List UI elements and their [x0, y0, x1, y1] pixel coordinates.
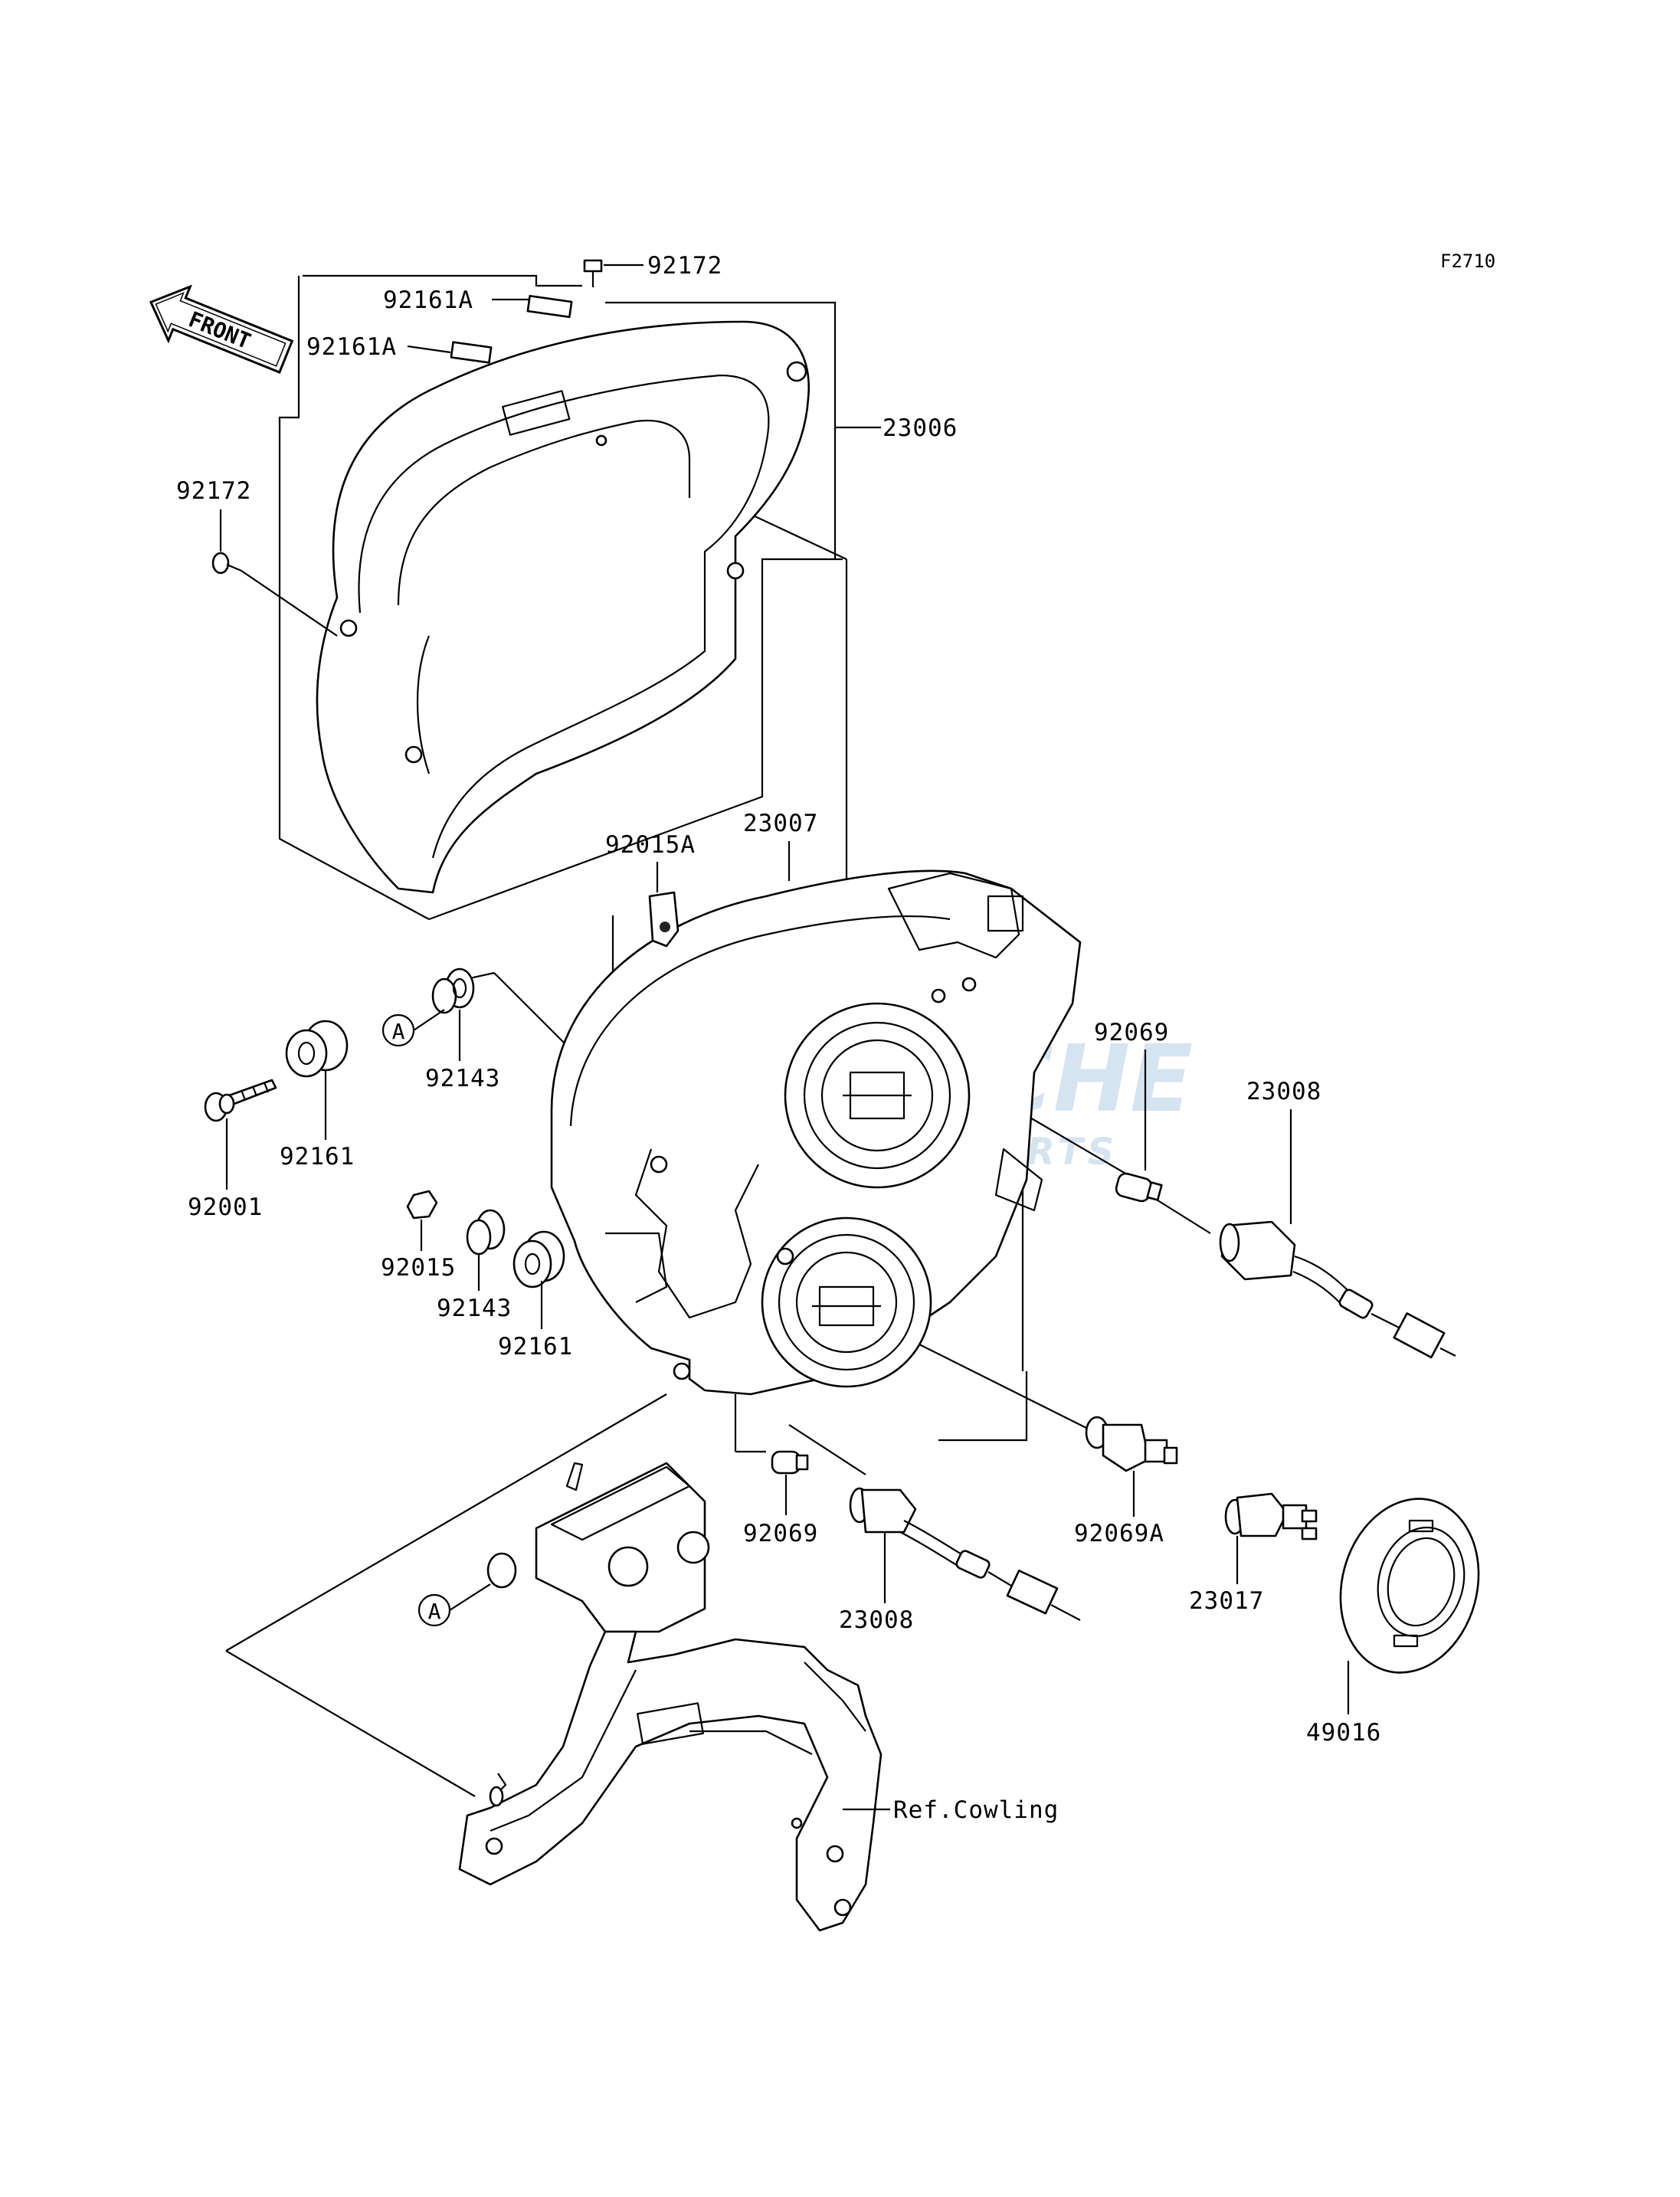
bulb-92069-bottom — [771, 1450, 809, 1475]
pad-92161A-2 — [450, 341, 493, 364]
part-label-92015: 92015 — [381, 1254, 456, 1282]
bulb-92069A — [1085, 1416, 1178, 1472]
part-label-92143-b: 92143 — [437, 1295, 512, 1322]
part-label-23017: 23017 — [1189, 1587, 1264, 1615]
sub-frame — [458, 1462, 883, 1932]
part-label-23008-bottom: 23008 — [839, 1606, 914, 1634]
part-label-92015A: 92015A — [605, 831, 696, 859]
part-label-23007: 23007 — [743, 810, 818, 837]
callout-a-upper-letter: A — [392, 1019, 405, 1044]
part-label-92069A: 92069A — [1074, 1520, 1164, 1547]
grommet-92161-lower — [513, 1230, 565, 1288]
screw-92172-top — [583, 259, 603, 287]
part-label-92161-b: 92161 — [498, 1333, 573, 1360]
part-label-49016: 49016 — [1306, 1719, 1381, 1747]
screw-92172-left — [211, 552, 338, 637]
callout-a-lower: A — [418, 1583, 491, 1627]
part-label-92069-top: 92069 — [1094, 1019, 1169, 1046]
nut-92015 — [406, 1190, 438, 1220]
part-label-92161A-1: 92161A — [383, 286, 473, 314]
part-label-92069-bottom: 92069 — [743, 1520, 818, 1547]
headlight-23007 — [550, 869, 1082, 1396]
part-label-92161A-2: 92161A — [306, 333, 397, 361]
socket-23008-top — [1219, 1220, 1456, 1359]
part-label-23006: 23006 — [883, 414, 958, 442]
clip-92015A — [648, 891, 680, 948]
part-label-92161-a: 92161 — [280, 1143, 355, 1171]
part-label-92172-top: 92172 — [647, 252, 722, 280]
cover-49016 — [1339, 1498, 1480, 1674]
collar-92143-lower — [466, 1209, 506, 1256]
upper-cowl-23006 — [316, 320, 810, 894]
bracket-lines — [225, 274, 1211, 1797]
front-arrow-icon: FRONT — [149, 284, 294, 374]
part-labels: 92172 92161A 92161A 23006 92172 92015A 2… — [176, 252, 1381, 1824]
collar-92143-upper — [431, 968, 475, 1014]
callout-a-upper: A — [382, 1009, 445, 1047]
grommet-92161-upper — [285, 1020, 349, 1078]
bulb-92069-top — [1115, 1172, 1163, 1203]
part-label-23008-top: 23008 — [1246, 1078, 1321, 1105]
socket-23017 — [1224, 1492, 1318, 1541]
figure-code: F2710 — [1440, 250, 1495, 272]
reference-note: Ref.Cowling — [893, 1796, 1059, 1824]
part-label-92172-left: 92172 — [176, 477, 251, 505]
callout-a-lower-letter: A — [428, 1599, 441, 1624]
part-label-92001: 92001 — [188, 1193, 263, 1221]
bolt-92001 — [204, 1079, 277, 1122]
part-label-92143-a: 92143 — [425, 1065, 500, 1092]
pad-92161A-1 — [526, 295, 573, 319]
socket-23008-bottom — [849, 1487, 1081, 1621]
